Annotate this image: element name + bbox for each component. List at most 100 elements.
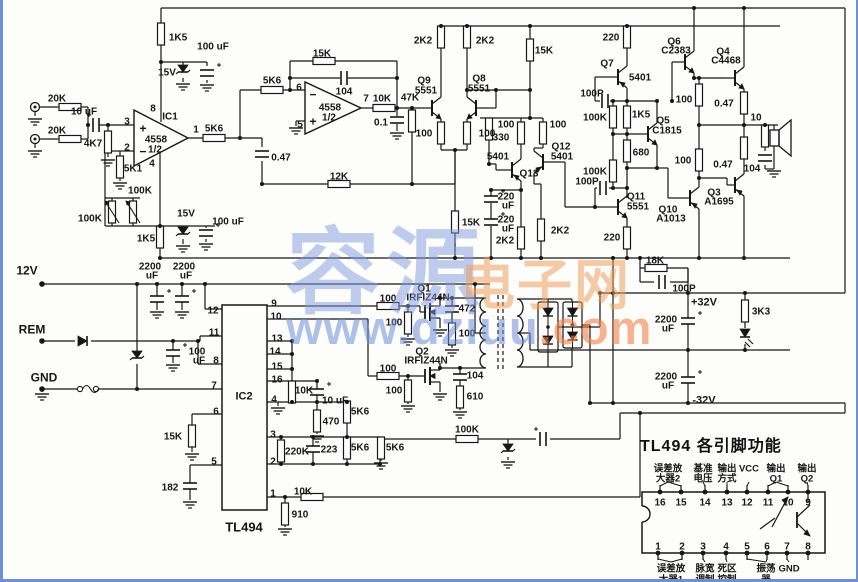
junction-dot — [395, 106, 399, 110]
pinout-lead — [767, 481, 777, 487]
component-label: 182 — [162, 483, 179, 494]
component-label: 10 uF — [322, 396, 348, 407]
pinout-notch — [640, 506, 644, 522]
component-label: 8 — [150, 104, 156, 115]
pinout-lead — [746, 558, 767, 563]
component-label: 680 — [633, 148, 650, 159]
junction-dot — [655, 166, 659, 170]
bottom-edge-strip — [0, 579, 858, 582]
component-label: Q6 — [667, 37, 681, 48]
junction-dot — [598, 291, 602, 295]
component-label: IC1 — [162, 112, 178, 123]
junction-dot — [315, 400, 319, 404]
component-label: 4558 — [319, 103, 342, 114]
component-label: C2383 — [661, 46, 691, 57]
pinout-label: Q1 — [770, 474, 783, 485]
resistor — [202, 133, 226, 143]
junction-dot — [625, 256, 629, 260]
trimmer-arrow — [104, 200, 120, 224]
junction-dot — [106, 123, 110, 127]
pinout-label: 大器2 — [656, 473, 680, 485]
pinout-title: TL494 各引脚功能 — [640, 438, 782, 455]
component-label: +32V — [691, 297, 718, 309]
junction-dot — [528, 116, 532, 120]
component-label: IC2 — [235, 391, 252, 403]
terminal-dot — [39, 281, 45, 287]
transistor — [684, 50, 695, 59]
pinout-transistor — [803, 529, 811, 537]
rca-jack — [33, 105, 37, 109]
component-label: 10 uF — [71, 107, 97, 118]
junction-dot — [519, 188, 523, 192]
junction-dot — [588, 401, 592, 405]
junction-dot — [135, 387, 139, 391]
component-label: 5401 — [551, 152, 574, 163]
component-label: GND — [31, 371, 58, 385]
junction-dot — [345, 435, 349, 439]
junction-dot — [238, 136, 242, 140]
mosfet-arrow — [429, 372, 436, 380]
zener-diode — [187, 69, 191, 73]
resistor — [58, 102, 82, 112]
component-label: 15V — [177, 209, 195, 220]
resistor — [187, 424, 197, 448]
speaker-icon — [778, 118, 792, 158]
zener-diode — [500, 450, 504, 454]
junction-dot — [158, 256, 162, 260]
resistor — [276, 439, 286, 463]
junction-dot — [611, 99, 615, 103]
pinout-label: 器 — [760, 575, 771, 582]
component-label: Q9 — [417, 76, 431, 87]
component-label: 12V — [16, 264, 37, 278]
component-label: 223 — [321, 445, 338, 456]
transistor — [734, 66, 745, 75]
junction-dot — [489, 256, 493, 260]
pinout-lead — [746, 481, 750, 487]
pinout-label: 脉宽 — [694, 563, 715, 575]
resistor — [312, 56, 336, 66]
component-label: 100 uF — [197, 42, 229, 53]
component-label: Q12 — [552, 142, 571, 153]
opamp-triangle — [133, 108, 190, 168]
pinout-pin-number: 4 — [723, 542, 729, 553]
resistor — [462, 25, 472, 49]
component-label: 0.47 — [714, 99, 734, 110]
resistor — [622, 25, 632, 49]
component-label: 2200 — [655, 372, 678, 383]
pinout-label: 死区 — [716, 564, 737, 575]
resistor — [644, 263, 668, 273]
component-label: 7 — [211, 381, 217, 392]
trimmer-arrow — [125, 200, 141, 224]
transistor-arrow — [738, 83, 745, 90]
pinout-label: 大器1 — [659, 574, 684, 582]
junction-dot — [763, 123, 767, 127]
component-label: 1K5 — [137, 234, 156, 245]
component-label: 12 — [207, 306, 219, 317]
junction-dot — [465, 88, 469, 92]
component-label: 4 — [271, 395, 277, 406]
component-label: 100K — [583, 167, 608, 178]
transistor-arrow — [535, 166, 542, 173]
component-label: 100K — [455, 425, 480, 436]
pinout-pin-number: 2 — [679, 542, 685, 553]
component-label: 6 — [213, 407, 219, 418]
junction-dot — [625, 166, 629, 170]
component-label: uF — [662, 381, 674, 392]
component-label: Q10 — [659, 205, 678, 216]
junction-dot — [311, 462, 315, 466]
pinout-label: 调制 — [695, 574, 715, 582]
transistor-arrow — [513, 174, 520, 181]
component-label: 15V — [158, 68, 176, 79]
pinout-pin-number: 14 — [699, 498, 711, 509]
trimmer-arrow — [125, 200, 131, 206]
component-label: 1K5 — [632, 110, 651, 121]
junction-dot — [290, 352, 294, 356]
component-label: 15K — [164, 432, 183, 443]
pinout-label: 输出 — [717, 463, 736, 475]
resistor — [739, 91, 749, 115]
resistor — [608, 105, 618, 129]
component-label: 100 — [380, 364, 397, 375]
pinout-transistor — [796, 504, 811, 518]
transistor — [533, 150, 544, 159]
transistor — [431, 96, 442, 105]
